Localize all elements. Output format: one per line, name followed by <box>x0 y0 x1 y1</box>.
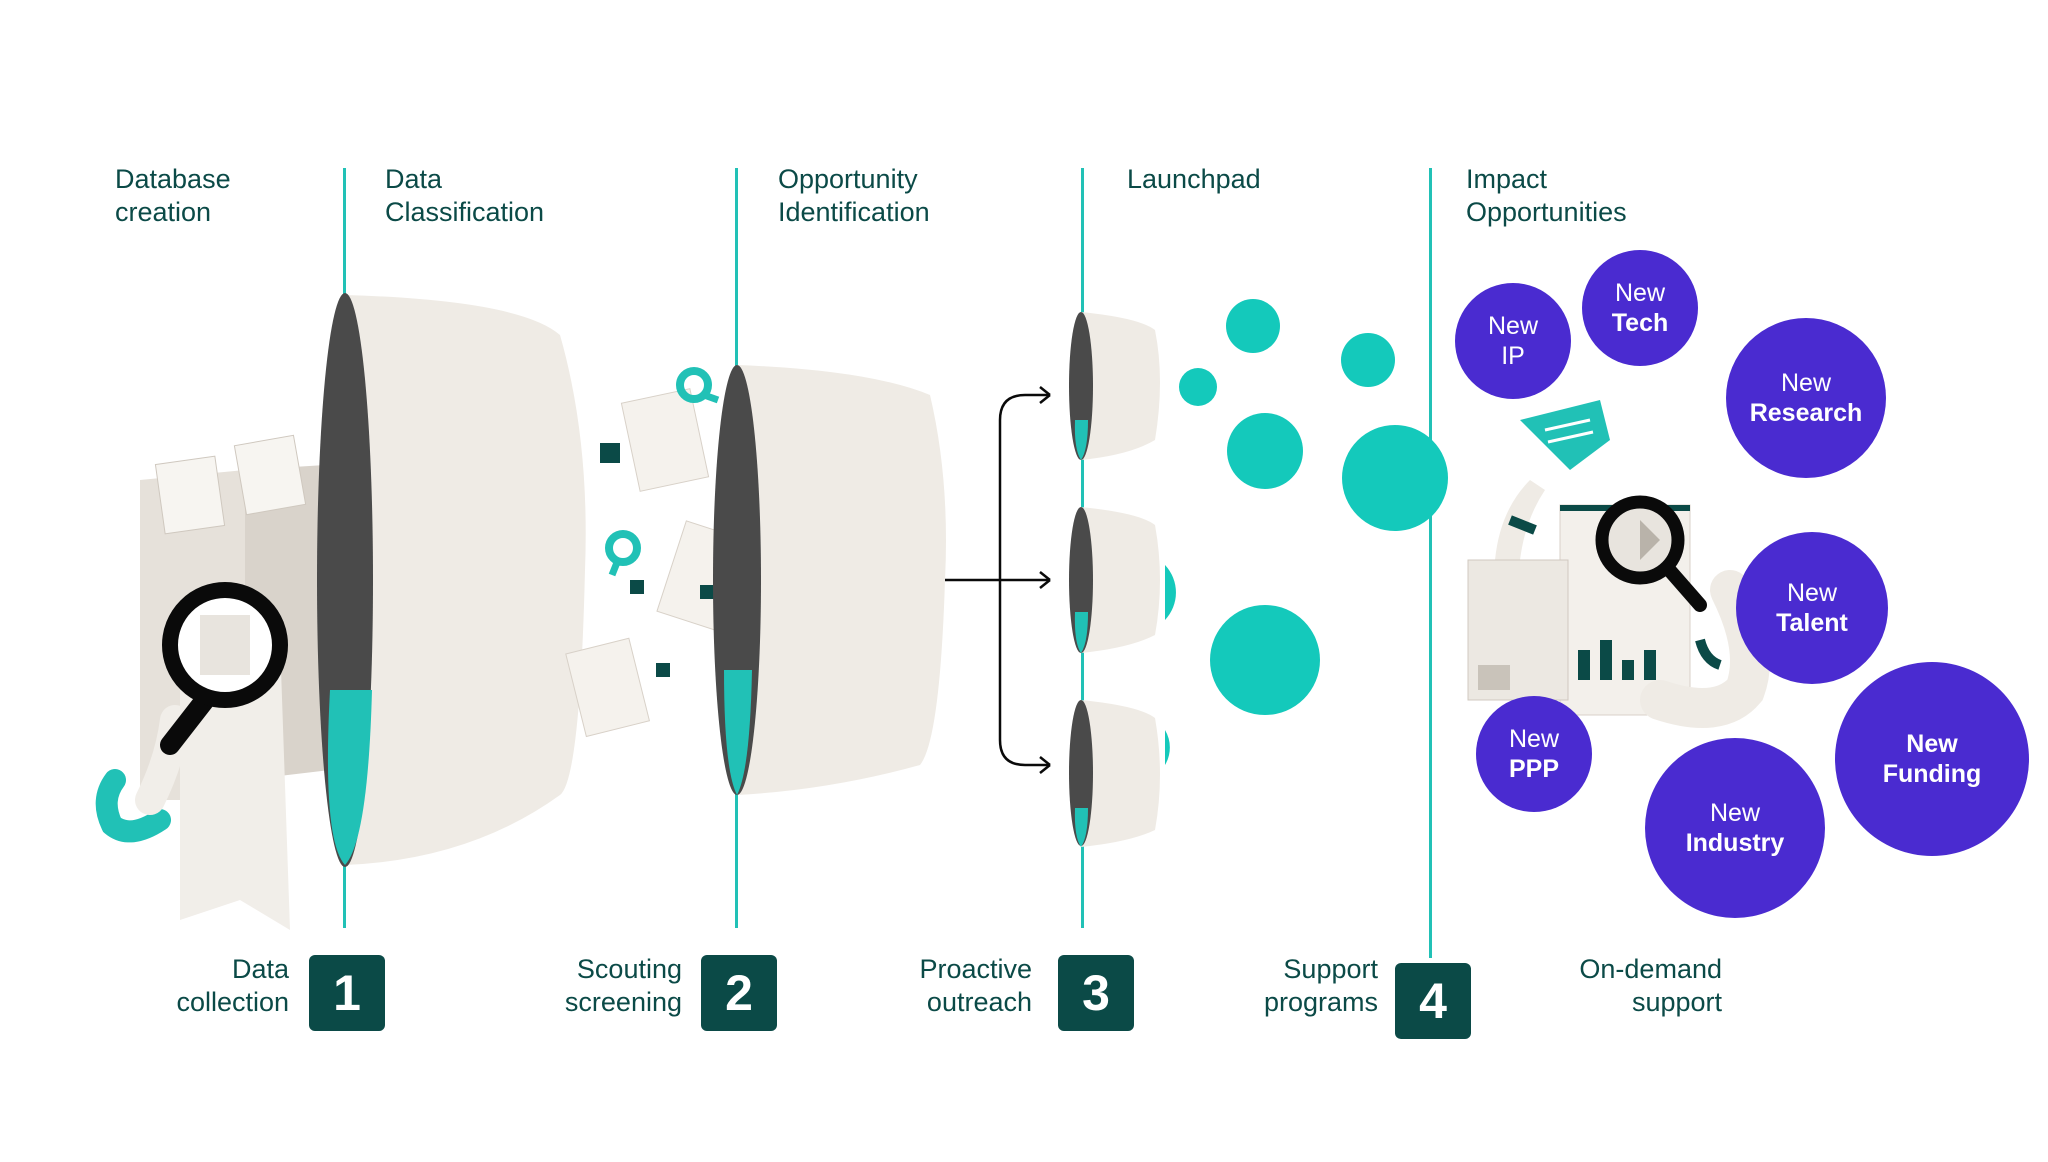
step-label-proactive-outreach: Proactive outreach <box>919 954 1032 1017</box>
divider-4 <box>1429 168 1432 958</box>
bubble-line2: Research <box>1749 399 1863 427</box>
bubble-line2: PPP <box>1508 755 1560 783</box>
step-badge-1: 1 <box>309 955 385 1031</box>
small-funnel-bottom <box>1069 700 1160 847</box>
opportunity-bubble-funding: New Funding <box>1835 662 2029 856</box>
small-funnel-middle <box>1069 507 1160 653</box>
bubble-line1: New <box>1487 312 1538 340</box>
bubble-line2: Tech <box>1611 309 1669 337</box>
bubble-line1: New <box>1508 725 1559 753</box>
bubble-line1: New <box>1780 369 1831 397</box>
bubble-line2: Talent <box>1776 609 1848 637</box>
step-badge-3: 3 <box>1058 955 1134 1031</box>
opportunity-bubble-tech: New Tech <box>1582 250 1698 366</box>
funnel-2 <box>713 365 946 795</box>
data-collection-illustration <box>95 434 330 930</box>
bubble-line1: New <box>1614 279 1665 307</box>
step-badge-4: 4 <box>1395 963 1471 1039</box>
bubble-line2: Funding <box>1882 760 1982 788</box>
opportunity-bubble-industry: New Industry <box>1645 738 1825 918</box>
bubble-line1: New <box>1786 579 1837 607</box>
stage-title-launchpad: Launchpad <box>1127 164 1261 194</box>
bubble-line2: Industry <box>1685 829 1785 857</box>
funnel-1 <box>317 293 586 867</box>
bubble-line1: New <box>1709 799 1760 827</box>
step-label-support-programs: Support programs <box>1263 954 1378 1017</box>
stage-title-opportunity-identification: Opportunity Identification <box>778 164 930 227</box>
opportunity-bubble-ip: New IP <box>1455 283 1571 399</box>
stage-title-database-creation: Database creation <box>115 164 231 227</box>
opportunity-bubble-talent: New Talent <box>1736 532 1888 684</box>
step-badge-2: 2 <box>701 955 777 1031</box>
bubble-line2: IP <box>1501 342 1525 370</box>
bubble-line1: New <box>1906 730 1958 758</box>
step-label-data-collection: Data collection <box>176 954 289 1017</box>
teal-bubbles <box>1165 299 1448 765</box>
step-label-on-demand-support: On-demand support <box>1579 954 1722 1017</box>
stage-title-impact-opportunities: Impact Opportunities <box>1466 164 1627 227</box>
analyst-illustration <box>1467 400 1770 728</box>
opportunity-bubble-ppp: New PPP <box>1476 696 1592 812</box>
small-funnel-top <box>1069 312 1160 460</box>
opportunity-bubble-research: New Research <box>1726 318 1886 478</box>
branch-arrows <box>945 386 1051 774</box>
step-label-scouting-screening: Scouting screening <box>564 954 682 1017</box>
stage-title-data-classification: Data Classification <box>385 164 545 227</box>
